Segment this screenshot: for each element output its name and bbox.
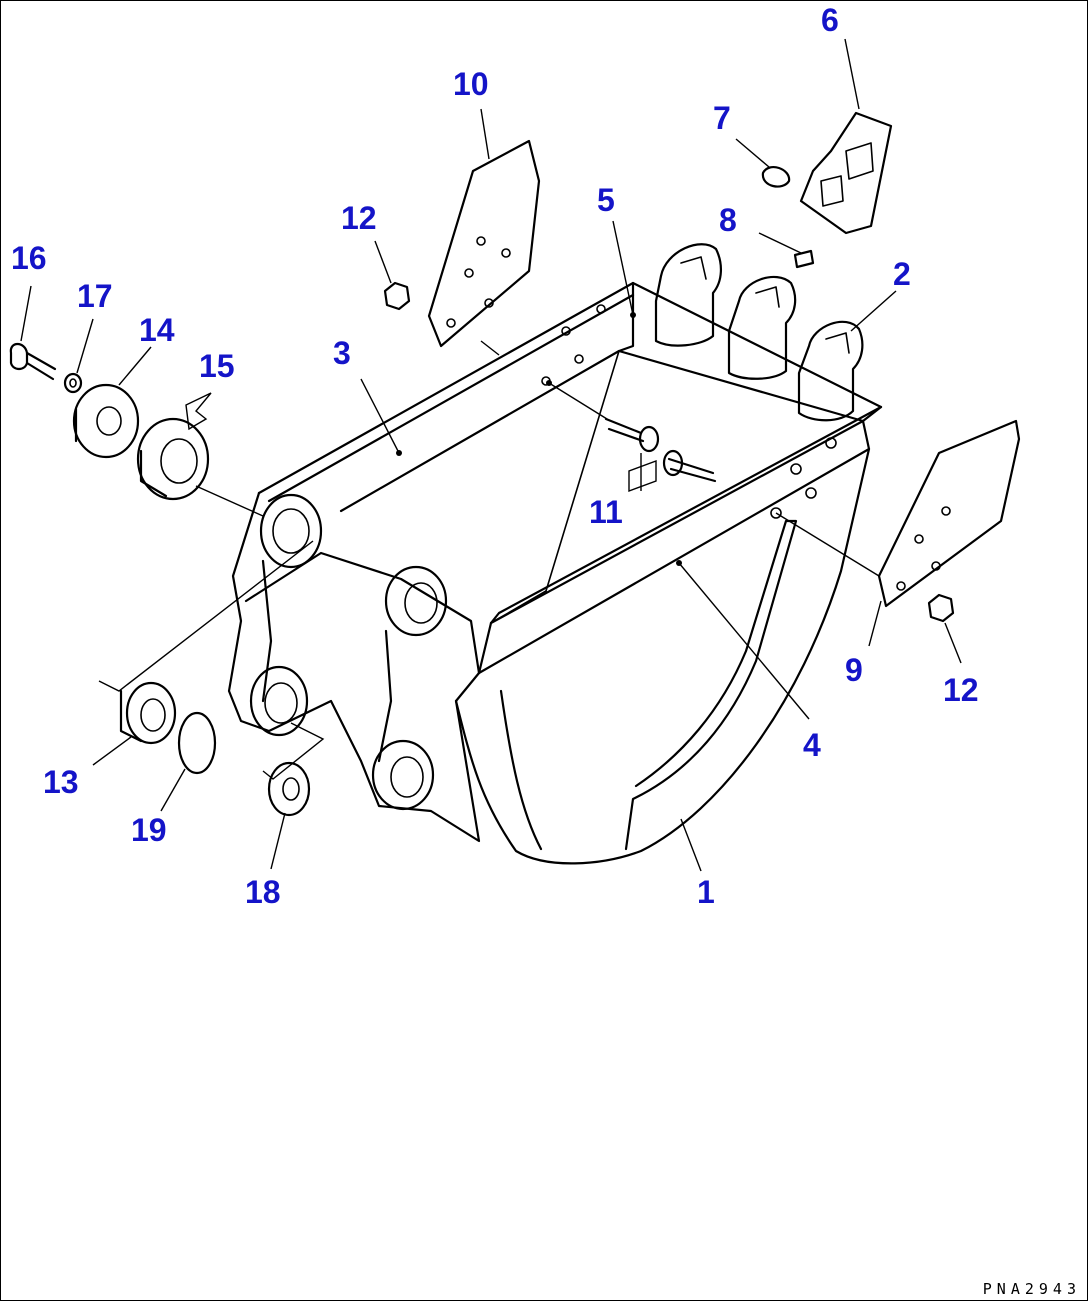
callout-18: 18	[245, 874, 281, 910]
callout-6: 6	[821, 2, 839, 38]
leader-lines	[20, 38, 962, 872]
lock-pin	[761, 165, 791, 188]
callout-8: 8	[719, 202, 737, 238]
bucket-body	[227, 281, 883, 865]
bucket-teeth	[654, 243, 864, 422]
callout-1: 1	[697, 874, 715, 910]
bolts	[604, 417, 717, 483]
callout-15: 15	[199, 348, 235, 384]
hub-15	[136, 417, 210, 501]
o-ring-19	[177, 711, 217, 775]
callout-12-top: 12	[341, 200, 377, 236]
callout-labels: 1 2 3 4 5 6 7 8 9 10 11 12 12 13 14 15 1…	[11, 2, 979, 910]
callout-2: 2	[893, 256, 911, 292]
callout-3: 3	[333, 335, 351, 371]
callout-14: 14	[139, 312, 175, 348]
callout-13: 13	[43, 764, 79, 800]
pin	[793, 249, 815, 269]
side-cutter-left	[427, 139, 541, 348]
washer-17	[63, 372, 83, 394]
callout-16: 16	[11, 240, 47, 276]
callout-9: 9	[845, 652, 863, 688]
callout-17: 17	[77, 278, 113, 314]
drawing-code: PNA2943	[982, 1280, 1081, 1298]
bolt-16	[9, 342, 57, 381]
bushing-13	[119, 681, 177, 745]
callout-11: 11	[589, 494, 623, 530]
callout-5: 5	[597, 182, 615, 218]
callout-12-right: 12	[943, 672, 979, 708]
nut-top	[383, 281, 411, 311]
nut-right	[927, 593, 955, 623]
side-cutter-right	[877, 419, 1021, 608]
callout-7: 7	[713, 100, 731, 136]
callout-19: 19	[131, 812, 167, 848]
tooth-adapter-cap	[799, 111, 893, 235]
callout-4: 4	[803, 727, 821, 763]
shim-18	[267, 761, 311, 817]
callout-10: 10	[453, 66, 489, 102]
shim-14	[72, 383, 140, 459]
